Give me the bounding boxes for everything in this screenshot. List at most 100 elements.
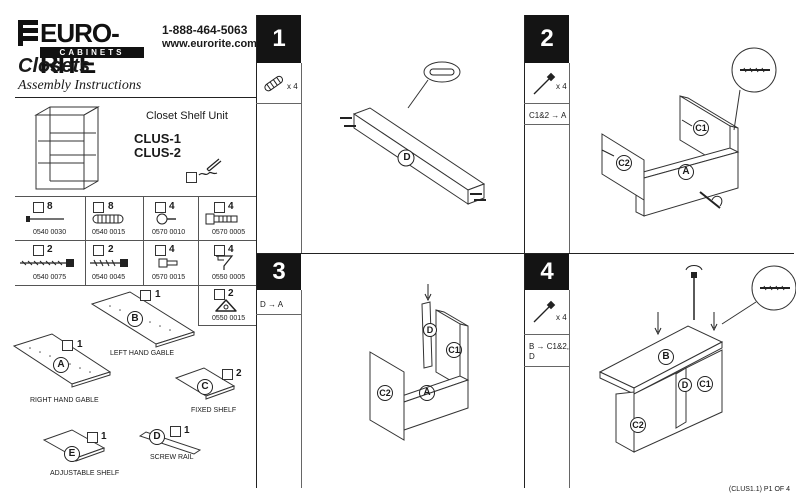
hw-checkbox-7[interactable]	[155, 245, 166, 256]
divider-h-title	[15, 97, 256, 98]
page-footer: (CLUS1.1) P1 OF 4	[728, 486, 790, 493]
screw-short-icon	[26, 216, 64, 222]
divider-v-step4	[569, 290, 570, 488]
product-checkbox[interactable]	[186, 172, 197, 183]
panel-e-qty: 1	[101, 431, 107, 442]
panel-b-qty: 1	[155, 289, 161, 300]
divider-h-step4-hw	[524, 334, 570, 335]
bracket-icon	[216, 255, 234, 270]
hw-part-6: 0540 0045	[92, 274, 126, 281]
hw-qty-1: 8	[47, 201, 53, 212]
hw-qty-6: 2	[108, 244, 114, 255]
panel-a-checkbox[interactable]	[62, 340, 73, 351]
panel-c-name: FIXED SHELF	[191, 407, 237, 414]
hw-qty-5: 2	[47, 244, 53, 255]
panel-d-letter: D	[149, 429, 165, 445]
step-3-diagram	[369, 284, 470, 441]
step-4-hw-qty: x 4	[556, 313, 567, 322]
divider-h-hardware-bot	[15, 285, 256, 286]
shelf-pin-icon	[158, 258, 178, 268]
hw-part-4: 0570 0005	[212, 229, 246, 236]
triangle-connector-icon	[215, 299, 237, 312]
hw-part-9: 0550 0015	[212, 315, 246, 322]
hw-checkbox-5[interactable]	[33, 245, 44, 256]
step-4-screw-icon	[533, 300, 556, 323]
hw-checkbox-2[interactable]	[93, 202, 104, 213]
hw-part-5: 0540 0075	[33, 274, 67, 281]
step-1-hw-qty: x 4	[287, 82, 298, 91]
hw-qty-2: 8	[108, 201, 114, 212]
step-2-diagram	[601, 47, 777, 217]
product-name: Closet Shelf Unit	[146, 110, 228, 122]
hw-part-8: 0550 0005	[212, 274, 246, 281]
step-4-label-d: D	[678, 378, 692, 392]
step-2-instruction: C1&2 → A	[529, 111, 567, 120]
hw-qty-8: 4	[228, 244, 234, 255]
step-4-label-c2: C2	[630, 417, 646, 433]
step-1-dowel-icon	[264, 75, 284, 92]
step-4-diagram	[598, 265, 796, 453]
panel-b-checkbox[interactable]	[140, 290, 151, 301]
website: www.eurorite.com	[162, 38, 257, 50]
hw-checkbox-1[interactable]	[33, 202, 44, 213]
hw-qty-9: 2	[228, 288, 234, 299]
step-3-label-c1: C1	[446, 342, 462, 358]
hw-checkbox-3[interactable]	[155, 202, 166, 213]
cam-screw-icon	[205, 213, 238, 225]
divider-v-hw-3	[198, 196, 199, 325]
divider-h-mid	[256, 253, 794, 254]
step-1-diagram	[340, 61, 486, 205]
hw-part-7: 0570 0015	[152, 274, 186, 281]
step-2-label-c2: C2	[616, 155, 632, 171]
step-3-label-c2: C2	[377, 385, 393, 401]
divider-v-hw-1	[85, 196, 86, 285]
panel-c-checkbox[interactable]	[222, 369, 233, 380]
step-1-number: 1	[257, 15, 301, 63]
panel-d-checkbox[interactable]	[170, 426, 181, 437]
divider-v-hw-2	[143, 196, 144, 285]
divider-v-step3	[301, 290, 302, 488]
hw-qty-4: 4	[228, 201, 234, 212]
hw-checkbox-9[interactable]	[214, 289, 225, 300]
pencil-sign-icon	[198, 158, 222, 176]
panel-e-name: ADJUSTABLE SHELF	[50, 470, 120, 477]
divider-h-step1-hw	[256, 103, 302, 104]
hw-checkbox-6[interactable]	[93, 245, 104, 256]
divider-h-step2-ins	[524, 124, 570, 125]
panel-e-letter: E	[64, 446, 80, 462]
step-3-number: 3	[257, 254, 301, 290]
hw-checkbox-4[interactable]	[214, 202, 225, 213]
divider-h-hardware-mid	[15, 240, 256, 241]
panel-e-checkbox[interactable]	[87, 432, 98, 443]
step-4-number: 4	[525, 254, 569, 290]
brand-sub: CABINETS	[40, 47, 144, 58]
screw-long-icon	[20, 259, 74, 267]
panel-b-name: LEFT HAND GABLE	[110, 350, 175, 357]
hw-part-2: 0540 0015	[92, 229, 126, 236]
panel-a-name: RIGHT HAND GABLE	[30, 397, 99, 404]
step-4-label-c1: C1	[697, 376, 713, 392]
phone-number: 1-888-464-5063	[162, 23, 248, 37]
page-subtitle: Assembly Instructions	[18, 78, 142, 93]
divider-v-mid	[524, 15, 525, 488]
divider-v-step1	[301, 63, 302, 253]
hw-qty-3: 4	[169, 201, 175, 212]
step-2-screw-icon	[533, 72, 556, 95]
logo-mark-icon	[18, 20, 38, 46]
step-3-instruction: D → A	[260, 300, 284, 309]
panel-c-letter: C	[197, 379, 213, 395]
product-code-1: CLUS-1	[134, 131, 181, 146]
product-code-2: CLUS-2	[134, 145, 181, 160]
shelf-unit-illustration	[34, 106, 100, 190]
divider-h-step4-ins	[524, 366, 570, 367]
divider-v-left	[256, 15, 257, 488]
step-3-label-d: D	[423, 323, 437, 337]
panel-d-name: SCREW RAIL	[150, 454, 194, 461]
panel-b-letter: B	[127, 311, 143, 327]
divider-h-step3-ins	[256, 314, 302, 315]
divider-h-step2-hw	[524, 103, 570, 104]
panels-illustration	[12, 291, 236, 462]
panel-a-letter: A	[53, 357, 69, 373]
dowel-icon	[92, 214, 124, 224]
page-title: Closets	[18, 55, 91, 77]
